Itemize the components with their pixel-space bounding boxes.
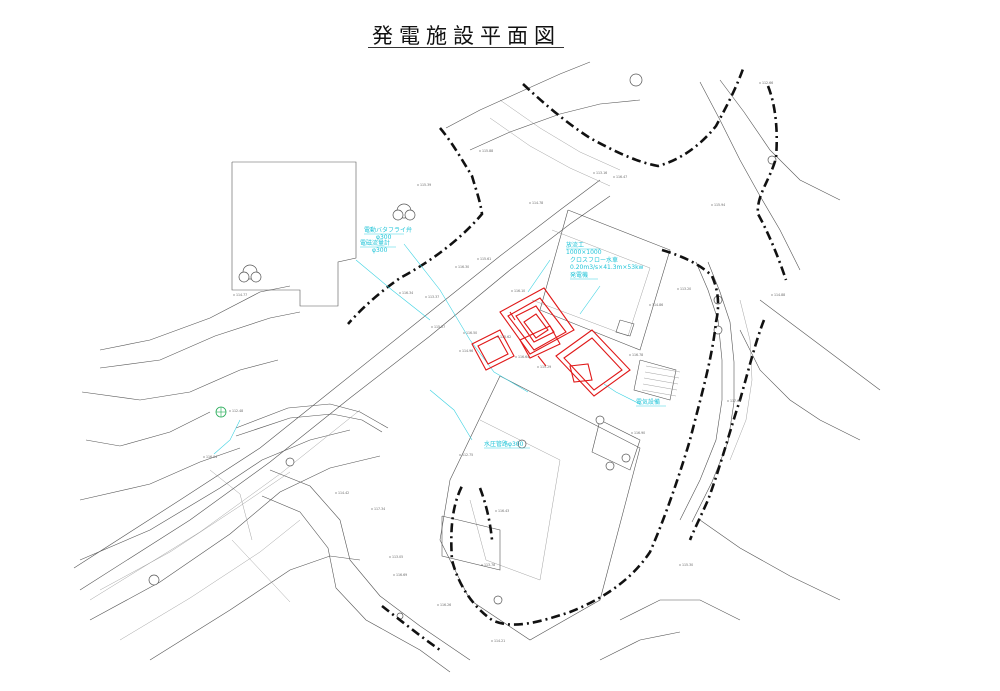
survey-point-label: 117.66 [730, 399, 741, 403]
survey-point-marker [679, 564, 681, 566]
survey-point-marker [649, 304, 651, 306]
survey-point-label: 116.26 [440, 603, 451, 607]
survey-point-label: 115.88 [482, 149, 493, 153]
survey-point-label: 114.42 [338, 491, 349, 495]
survey-point-label: 114.21 [494, 639, 505, 643]
survey-point-marker [203, 456, 205, 458]
survey-point-marker [417, 184, 419, 186]
survey-points: 115.88 115.39 114.78 116.30 115.61 113.37 116.… [203, 81, 785, 643]
survey-point-label: 115.27 [434, 325, 445, 329]
survey-point-label: 116.34 [402, 291, 413, 295]
drawing-title: 発電施設平面図 [372, 24, 561, 48]
title-underline [368, 47, 564, 48]
label-discharge-size: 1000×1000 [566, 249, 602, 256]
powerhouse-facility [471, 287, 631, 397]
survey-point-marker [431, 326, 433, 328]
survey-point-label: 115.29 [540, 365, 551, 369]
survey-point-label: 113.20 [680, 287, 691, 291]
label-penstock: 水圧管路φ300 [484, 440, 524, 448]
survey-point-marker [481, 564, 483, 566]
survey-point-marker [335, 492, 337, 494]
survey-point-marker [677, 288, 679, 290]
survey-point-label: 115.30 [682, 563, 693, 567]
cyan-leaders [213, 243, 641, 455]
survey-point-label: 116.69 [396, 573, 407, 577]
survey-point-label: 113.16 [596, 171, 607, 175]
survey-point-label: 112.48 [232, 409, 243, 413]
survey-point-label: 116.50 [466, 331, 477, 335]
label-generator: 発電機 [570, 271, 588, 279]
survey-point-label: 115.94 [714, 203, 725, 207]
survey-point-marker [537, 366, 539, 368]
survey-point-label: 116.78 [632, 353, 643, 357]
survey-point-label: 115.39 [420, 183, 431, 187]
survey-point-label: 116.43 [498, 509, 509, 513]
label-turbine-spec: 0.20m3/s×41.3m×53kw [570, 264, 644, 271]
site-boundary [347, 65, 788, 652]
survey-point-label: 113.37 [428, 295, 439, 299]
survey-point-marker [711, 204, 713, 206]
label-flowmeter: 電磁流量計 [360, 239, 390, 247]
survey-point-marker [479, 150, 481, 152]
survey-point-marker [455, 266, 457, 268]
survey-point-marker [727, 400, 729, 402]
survey-point-label: 115.61 [480, 257, 491, 261]
survey-point-marker [613, 176, 615, 178]
survey-point-marker [425, 296, 427, 298]
survey-point-label: 114.88 [774, 293, 785, 297]
survey-point-label: 117.34 [374, 507, 385, 511]
survey-point-marker [515, 356, 517, 358]
survey-point-marker [437, 604, 439, 606]
survey-point-marker [631, 432, 633, 434]
survey-point-label: 116.90 [634, 431, 645, 435]
survey-point-label: 112.75 [462, 453, 473, 457]
survey-point-marker [393, 574, 395, 576]
survey-point-label: 113.05 [392, 555, 403, 559]
survey-point-label: 116.04 [206, 455, 217, 459]
label-flowmeter-size: φ300 [372, 247, 388, 254]
survey-point-marker [399, 292, 401, 294]
tree-symbols [148, 73, 777, 620]
survey-point-marker [389, 556, 391, 558]
survey-point-label: 114.78 [532, 201, 543, 205]
survey-point-label: 113.78 [484, 563, 495, 567]
annotations: 電動バタフライ弁 φ300 電磁流量計 φ300 放流工 1000×1000 ク… [360, 226, 666, 449]
survey-point-label: 114.96 [462, 349, 473, 353]
survey-point-marker [529, 202, 531, 204]
survey-point-marker [371, 508, 373, 510]
survey-point-marker [511, 290, 513, 292]
label-valve: 電動バタフライ弁 [364, 226, 412, 234]
survey-point-marker [229, 410, 231, 412]
survey-point-label: 116.47 [616, 175, 627, 179]
survey-point-marker [491, 640, 493, 642]
survey-point-marker [497, 336, 499, 338]
survey-point-label: 114.86 [652, 303, 663, 307]
survey-point-label: 116.10 [514, 289, 525, 293]
label-discharge: 放流工 [566, 241, 584, 249]
survey-point-marker [629, 354, 631, 356]
survey-point-marker [459, 454, 461, 456]
survey-point-label: 116.64 [518, 355, 529, 359]
survey-point-marker [233, 294, 235, 296]
survey-point-marker [477, 258, 479, 260]
label-valve-size: φ300 [376, 234, 392, 241]
survey-point-label: 116.30 [458, 265, 469, 269]
label-electric: 電気設備 [636, 398, 660, 406]
survey-point-marker [593, 172, 595, 174]
survey-point-label: 115.62 [500, 335, 511, 339]
survey-point-marker [459, 350, 461, 352]
label-turbine: クロスフロー水車 [570, 256, 618, 264]
survey-point-marker [495, 510, 497, 512]
survey-point-label: 112.66 [762, 81, 773, 85]
survey-point-marker [759, 82, 761, 84]
survey-point-label: 114.77 [236, 293, 247, 297]
terrain-linework [73, 61, 881, 673]
survey-point-marker [463, 332, 465, 334]
survey-point-marker [771, 294, 773, 296]
